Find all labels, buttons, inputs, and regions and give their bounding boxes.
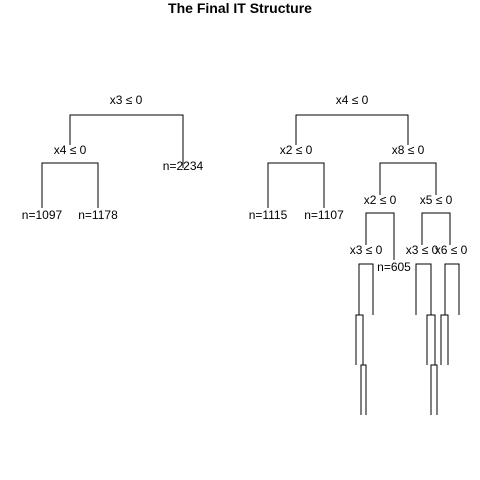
diagram-title: The Final IT Structure [168,0,312,16]
edge-r-x2b [365,212,395,260]
node-right-x5-split: x5 ≤ 0 [420,193,453,207]
node-right-x3b-split: x3 ≤ 0 [406,243,439,257]
edge-r-root [295,114,409,145]
edge-r-x3b [415,263,432,315]
node-left-x4-split: x4 ≤ 0 [54,143,87,157]
edge-r-x3a-deep2 [360,364,367,415]
node-right-x2-split: x2 ≤ 0 [280,143,313,157]
node-right-x8-split: x8 ≤ 0 [392,143,425,157]
node-right-root-split: x4 ≤ 0 [336,93,369,107]
right-tree-edges [267,114,460,415]
leaf-left-n1178: n=1178 [78,208,118,222]
edge-l-x4 [41,162,99,208]
leaf-right-n1115: n=1115 [249,208,288,222]
edge-r-x8 [379,162,437,195]
edge-r-x3b-deep2 [430,364,438,415]
edge-l-root [69,114,184,168]
leaf-right-n1107: n=1107 [304,208,344,222]
edge-r-x2 [267,162,325,208]
leaf-left-n2234: n=2234 [163,159,204,173]
leaf-left-n1097: n=1097 [22,208,63,222]
node-right-x6-split: x6 ≤ 0 [435,243,468,257]
node-right-x2b-split: x2 ≤ 0 [364,193,397,207]
leaf-right-n605: n=605 [377,260,411,274]
node-right-x3a-split: x3 ≤ 0 [350,243,383,257]
edge-r-x3a-deep1 [355,314,364,365]
left-tree-edges [41,114,184,208]
edge-r-x3b-deep1 [426,314,436,365]
edge-r-x6 [444,263,460,315]
node-left-root-split: x3 ≤ 0 [110,93,143,107]
edge-r-x6-deep1 [440,314,449,365]
edge-r-x5 [421,212,451,245]
edge-r-x3a [358,263,374,315]
